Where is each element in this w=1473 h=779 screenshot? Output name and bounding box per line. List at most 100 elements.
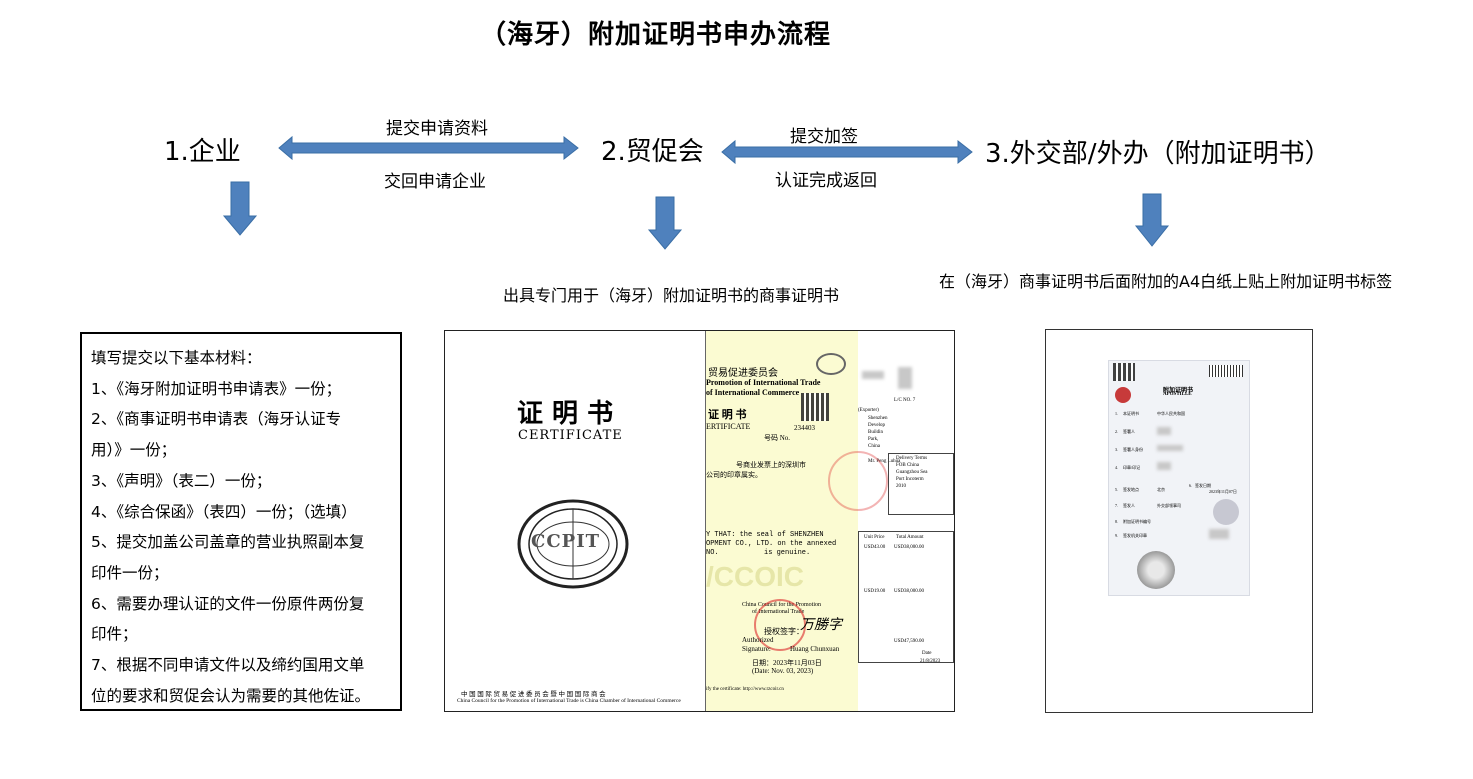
materials-line: 填写提交以下基本材料： [91, 349, 262, 367]
invoice-line: China [868, 444, 880, 449]
invoice-unit-price: Unit Price [864, 535, 885, 540]
node-enterprise: 1.企业 [164, 137, 241, 167]
cover-subtitle: CERTIFICATE [518, 428, 623, 443]
apostille-image: 附加证明书 APOSTILLE 1. 本证明书 中华人民共和国 2. 签署人 3… [1045, 329, 1313, 713]
materials-line: 2、《商事证明书申请表（海牙认证专 [91, 410, 342, 429]
materials-line: 印件； [91, 625, 138, 644]
qr-code-icon [1113, 363, 1135, 381]
sign-label: 授权签字： [764, 627, 804, 636]
inner-title: 证 明 书 [708, 409, 747, 421]
apostille-header: 附加证明书 [1163, 388, 1194, 394]
invoice-price: USD43.00 [864, 545, 886, 550]
node-ccpit: 2.贸促会 [601, 137, 704, 167]
invoice-date-label: Date [922, 651, 932, 656]
materials-line: 5、提交加盖公司盖章的营业执照副本复 [91, 533, 365, 552]
cover-footer-cn: 中 国 国 际 贸 易 促 进 委 员 会 暨 中 国 国 际 商 会 [461, 691, 606, 698]
double-arrow-enterprise-ccpit [278, 135, 579, 161]
materials-line: 用）》一份； [91, 441, 177, 460]
down-arrow-mofa [1134, 193, 1170, 247]
invoice-to: Mr. Peng Luhua [868, 459, 901, 464]
national-emblem-seal-icon [1137, 551, 1175, 589]
redaction [1209, 529, 1229, 539]
redaction [1157, 462, 1171, 470]
apostille-row-num: 6. [1189, 483, 1192, 488]
invoice-terms: Port Incoterm [896, 477, 924, 482]
ccpit-logo [517, 499, 629, 589]
caption-ccpit: 出具专门用于（海牙）附加证明书的商事证明书 [503, 286, 840, 305]
apostille-row-label: 签署人 [1123, 429, 1135, 434]
apostille-row-label: 签发人 [1123, 503, 1135, 508]
signer-name: Huang Chunxuan [790, 645, 840, 653]
invoice-exporter: (Exporter) [858, 408, 879, 413]
body-en2: OPMENT CO., LTD. on the annexed [706, 540, 837, 548]
apostille-row-label: 附加证明书编号 [1123, 519, 1151, 524]
invoice-page: L/C NO. 7 (Exporter) Shenzhen Develop Bu… [828, 331, 954, 711]
body-en1: Y THAT: the seal of SHENZHEN [706, 531, 824, 539]
apostille-row-label: 印章/印记 [1123, 465, 1141, 470]
invoice-lc: L/C NO. 7 [894, 398, 916, 403]
certificate-cover: 证 明 书 CERTIFICATE CCPIT 中 国 国 际 贸 易 促 进 … [445, 331, 705, 711]
apostille-row-value: 2023年11月07日 [1209, 489, 1237, 494]
apostille-row-value: 中华人民共和国 [1157, 411, 1185, 416]
qr-code-icon [801, 393, 829, 421]
apostille-row-label: 签发机关印章 [1123, 533, 1147, 538]
apostille-row-num: 3. [1115, 447, 1118, 452]
materials-line: 1、《海牙附加证明书申请表》一份； [91, 379, 342, 398]
materials-line: 6、需要办理认证的文件一份原件两份复 [91, 594, 365, 613]
materials-line: 4、《综合保函》（表四）一份；（选填） [91, 502, 357, 521]
edge-label-submit-legalization: 提交加签 [790, 127, 858, 147]
materials-line: 位的要求和贸促会认为需要的其他佐证。 [91, 686, 371, 705]
invoice-price: USD19.00 [864, 589, 886, 594]
invoice-terms: FOB China [896, 463, 919, 468]
date-cn: 日期：2023年11月03日 [752, 659, 822, 667]
edge-label-return-enterprise: 交回申请企业 [384, 172, 486, 192]
node-mofa: 3.外交部/外办（附加证明书） [985, 139, 1331, 169]
signature-label: Signature: [742, 645, 771, 653]
apostille-row-label: 签发日期 [1195, 483, 1211, 488]
apostille-row-num: 2. [1115, 429, 1118, 434]
body-en4: is genuine. [764, 549, 811, 557]
apostille-row-label: 签发地点 [1123, 487, 1139, 492]
edge-label-return-completed: 认证完成返回 [775, 171, 877, 191]
cover-footer-en: China Council for the Promotion of Inter… [457, 698, 681, 704]
apostille-row-num: 8. [1115, 519, 1118, 524]
inner-title-en: ERTIFICATE [706, 422, 751, 431]
apostille-row-value: 外交部领事司 [1157, 503, 1181, 508]
down-arrow-ccpit [647, 196, 683, 250]
emblem-icon [1115, 387, 1131, 403]
cover-title: 证 明 书 [517, 399, 614, 429]
materials-line: 印件一份； [91, 563, 169, 582]
invoice-line: Buildin [868, 430, 884, 435]
inner-header-cn: 贸易促进委员会 [708, 368, 778, 379]
apostille-row-label: 本证明书 [1123, 411, 1139, 416]
apostille-header-en: APOSTILLE [1163, 392, 1192, 397]
apostille-row-label: 签署人身份 [1123, 447, 1143, 452]
hologram-icon [1213, 499, 1239, 525]
inner-header-en1: Promotion of International Trade [706, 378, 821, 387]
invoice-line: Shenzhen [868, 416, 888, 421]
seal-stamp-icon [828, 451, 888, 511]
double-arrow-ccpit-mofa [721, 139, 973, 165]
handwritten-signature: 万勝字 [800, 618, 842, 633]
redaction [1157, 445, 1183, 451]
caption-mofa: 在（海牙）商事证明书后面附加的A4白纸上贴上附加证明书标签 [939, 272, 1393, 291]
apostille-label: 附加证明书 APOSTILLE 1. 本证明书 中华人民共和国 2. 签署人 3… [1108, 360, 1250, 596]
invoice-terms: Guangzhou Sea [896, 470, 928, 475]
invoice-total-amount: Total Amount [896, 535, 924, 540]
page-title: （海牙）附加证明书申办流程 [480, 20, 832, 50]
body-cn2: 公司的印章属实。 [706, 471, 762, 479]
apostille-row-value: 北京 [1157, 487, 1165, 492]
date-en: (Date: Nov. 03, 2023) [752, 667, 814, 675]
apostille-row-num: 7. [1115, 503, 1118, 508]
verify-url: ify the certificate: http://www.rzcoir.c… [706, 687, 784, 692]
redaction [862, 371, 884, 379]
invoice-terms: 2010 [896, 484, 906, 489]
inner-header-en2: of International Commerce [706, 388, 800, 397]
barcode-icon [1209, 365, 1243, 377]
invoice-terms: Delivery Terms [896, 456, 928, 461]
logo-text: CCPIT [531, 531, 601, 552]
redaction [898, 367, 912, 389]
invoice-terms-box [888, 453, 954, 515]
watermark: /CCOIC [706, 561, 804, 592]
